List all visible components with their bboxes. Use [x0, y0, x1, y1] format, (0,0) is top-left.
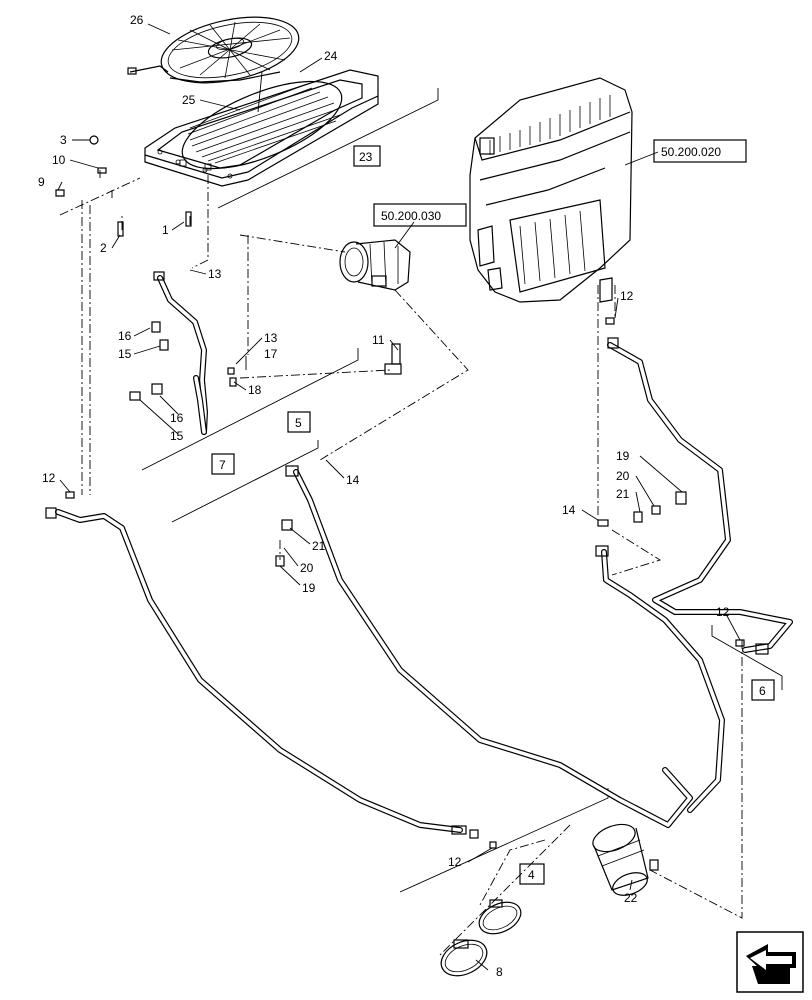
- callout-15-lower: 15: [170, 429, 184, 443]
- box-7-label: 7: [219, 458, 226, 472]
- callout-3: 3: [60, 133, 67, 147]
- box-4: [519, 863, 545, 885]
- callout-12-left: 12: [42, 471, 56, 485]
- callout-15-upper: 15: [118, 347, 132, 361]
- callout-19-right: 19: [616, 449, 630, 463]
- ref-condenser-label: 50.200.030: [381, 209, 441, 223]
- leader-lines: [57, 23, 741, 971]
- box-7: [211, 453, 235, 475]
- callout-20-mid: 20: [300, 561, 314, 575]
- callout-14-mid: 14: [346, 473, 360, 487]
- box-5: [287, 411, 311, 433]
- callout-1: 1: [162, 223, 169, 237]
- box-6-label: 6: [759, 684, 766, 698]
- callout-16-upper: 16: [118, 329, 132, 343]
- receiver-drier: [592, 823, 659, 896]
- clamps: [440, 899, 522, 977]
- callout-19-mid: 19: [302, 581, 316, 595]
- callout-13-mid: 13: [264, 331, 278, 345]
- callout-12-bottom: 12: [448, 855, 462, 869]
- callout-22: 22: [624, 891, 638, 905]
- callout-numbers: 26 24 25 3 10 9 2 1 13 16 15 13 17 18 16…: [38, 13, 730, 979]
- alignment-lines: [59, 170, 743, 956]
- callout-13-upper: 13: [208, 267, 222, 281]
- compressor: [339, 239, 411, 291]
- hoses: [55, 275, 793, 833]
- callout-26: 26: [130, 13, 144, 27]
- box-23: [353, 145, 381, 167]
- callout-12-right-upper: 12: [620, 289, 634, 303]
- callout-11: 11: [372, 333, 385, 347]
- callout-25: 25: [182, 93, 196, 107]
- box-6: [751, 679, 775, 701]
- callout-18: 18: [248, 383, 262, 397]
- callout-9: 9: [38, 175, 45, 189]
- callout-10: 10: [52, 153, 66, 167]
- ref-hvac-label: 50.200.020: [661, 145, 721, 159]
- frame-hardware: [55, 135, 192, 237]
- box-4-label: 4: [528, 868, 535, 882]
- callout-17: 17: [264, 347, 278, 361]
- callout-21-right: 21: [616, 487, 630, 501]
- callout-16-lower: 16: [170, 411, 184, 425]
- callout-21-mid: 21: [312, 539, 326, 553]
- ref-box-hvac: [653, 139, 747, 163]
- callout-2: 2: [100, 241, 107, 255]
- callout-12-right-lower: 12: [716, 605, 730, 619]
- hvac-unit: [469, 77, 633, 303]
- callout-24: 24: [324, 49, 338, 63]
- callout-14-right: 14: [562, 503, 576, 517]
- box-5-label: 5: [295, 416, 302, 430]
- boxed-labels: 23 5 7 4 6 50.200.030 50.200.020: [211, 139, 775, 885]
- reference-brackets: [141, 88, 783, 893]
- fan-assembly: [127, 16, 300, 84]
- ref-box-condenser: [373, 203, 467, 227]
- callout-8: 8: [496, 965, 503, 979]
- navigation-arrow-icon[interactable]: [736, 931, 804, 993]
- box-23-label: 23: [359, 150, 373, 164]
- callout-20-right: 20: [616, 469, 630, 483]
- condenser-frame: [144, 69, 379, 187]
